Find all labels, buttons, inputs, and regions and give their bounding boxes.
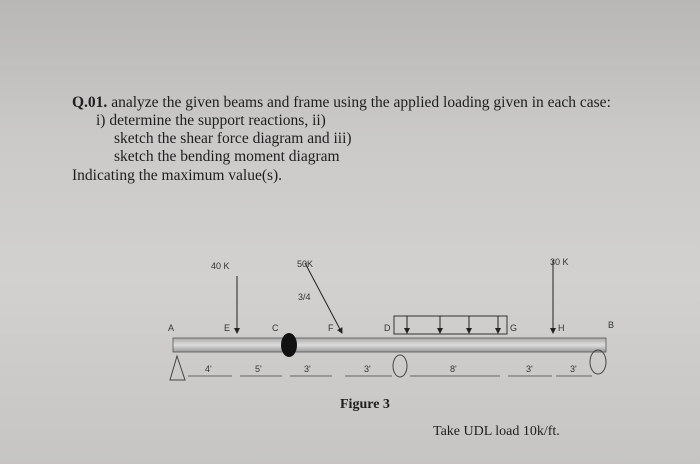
dim-gh: 3' <box>526 364 533 374</box>
point-d: D <box>384 323 391 333</box>
udl-arrows <box>404 316 501 334</box>
question-line-3: sketch the shear force diagram and iii) <box>114 130 352 147</box>
question-text: analyze the given beams and frame using … <box>111 94 611 111</box>
roller-support-b <box>589 349 607 375</box>
pin-support-a <box>169 354 186 381</box>
question-line-4: sketch the bending moment diagram <box>114 148 340 165</box>
point-h: H <box>558 323 565 333</box>
point-f: F <box>328 323 334 333</box>
figure-caption: Figure 3 <box>340 397 390 412</box>
load-50k-slope: 3/4 <box>298 292 311 302</box>
point-g: G <box>510 323 517 333</box>
udl-box <box>393 315 508 335</box>
load-30k-label: 30 K <box>550 257 569 267</box>
load-50k-arrow <box>304 262 343 334</box>
load-40k-label: 40 K <box>211 261 230 271</box>
load-50k-label: 50K <box>297 259 313 269</box>
roller-support-d <box>392 354 408 378</box>
point-e: E <box>224 323 230 333</box>
hinge-c <box>281 333 297 357</box>
dim-dg: 8' <box>450 364 457 374</box>
dim-fd: 3' <box>364 364 371 374</box>
question-line-2: i) determine the support reactions, ii) <box>96 112 326 129</box>
question-line-5: Indicating the maximum value(s). <box>72 167 283 184</box>
dim-ae: 4' <box>205 364 212 374</box>
point-a: A <box>168 323 174 333</box>
beam <box>172 337 607 353</box>
question-line-1: Q.01. analyze the given beams and frame … <box>72 94 611 112</box>
point-c: C <box>272 323 279 333</box>
point-b: B <box>608 320 614 330</box>
dim-hb: 3' <box>570 364 577 374</box>
dim-ec: 5' <box>255 364 262 374</box>
dim-cf: 3' <box>304 364 311 374</box>
question-number: Q.01. <box>72 94 108 111</box>
udl-note: Take UDL load 10k/ft. <box>433 424 560 439</box>
